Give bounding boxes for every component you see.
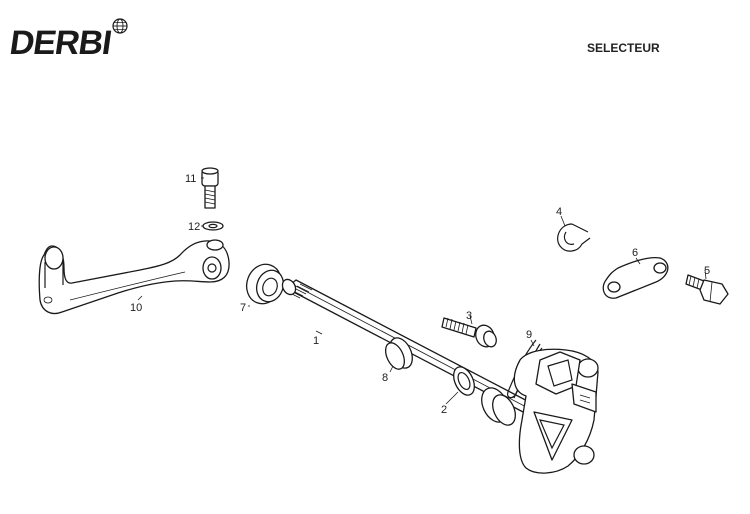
callout-6: 6 (632, 247, 638, 259)
oil-seal-part (245, 263, 285, 305)
circlip-part (453, 366, 475, 396)
gear-lever-part (38, 239, 230, 315)
callout-4: 4 (556, 206, 562, 218)
screw-part (441, 317, 497, 348)
callout-5: 5 (704, 265, 710, 277)
callout-7: 7 (240, 302, 246, 314)
spring-part (384, 337, 413, 370)
selector-plate-assembly (481, 348, 599, 474)
stopper-plate-part (602, 256, 669, 299)
callout-3: 3 (466, 310, 472, 322)
bolt-part (201, 167, 219, 209)
callout-11: 11 (185, 173, 196, 185)
washer-part (202, 221, 224, 231)
globe-icon (112, 18, 128, 34)
hex-bolt-part (685, 274, 729, 305)
callout-12: 12 (188, 221, 200, 233)
callout-8: 8 (382, 372, 388, 384)
callout-1: 1 (313, 335, 319, 347)
callout-10: 10 (130, 302, 142, 314)
page-title: SELECTEUR (587, 41, 660, 55)
clip-part (557, 223, 591, 252)
callout-2: 2 (441, 404, 447, 416)
leader-lines (137, 177, 707, 405)
callout-9: 9 (526, 329, 532, 341)
